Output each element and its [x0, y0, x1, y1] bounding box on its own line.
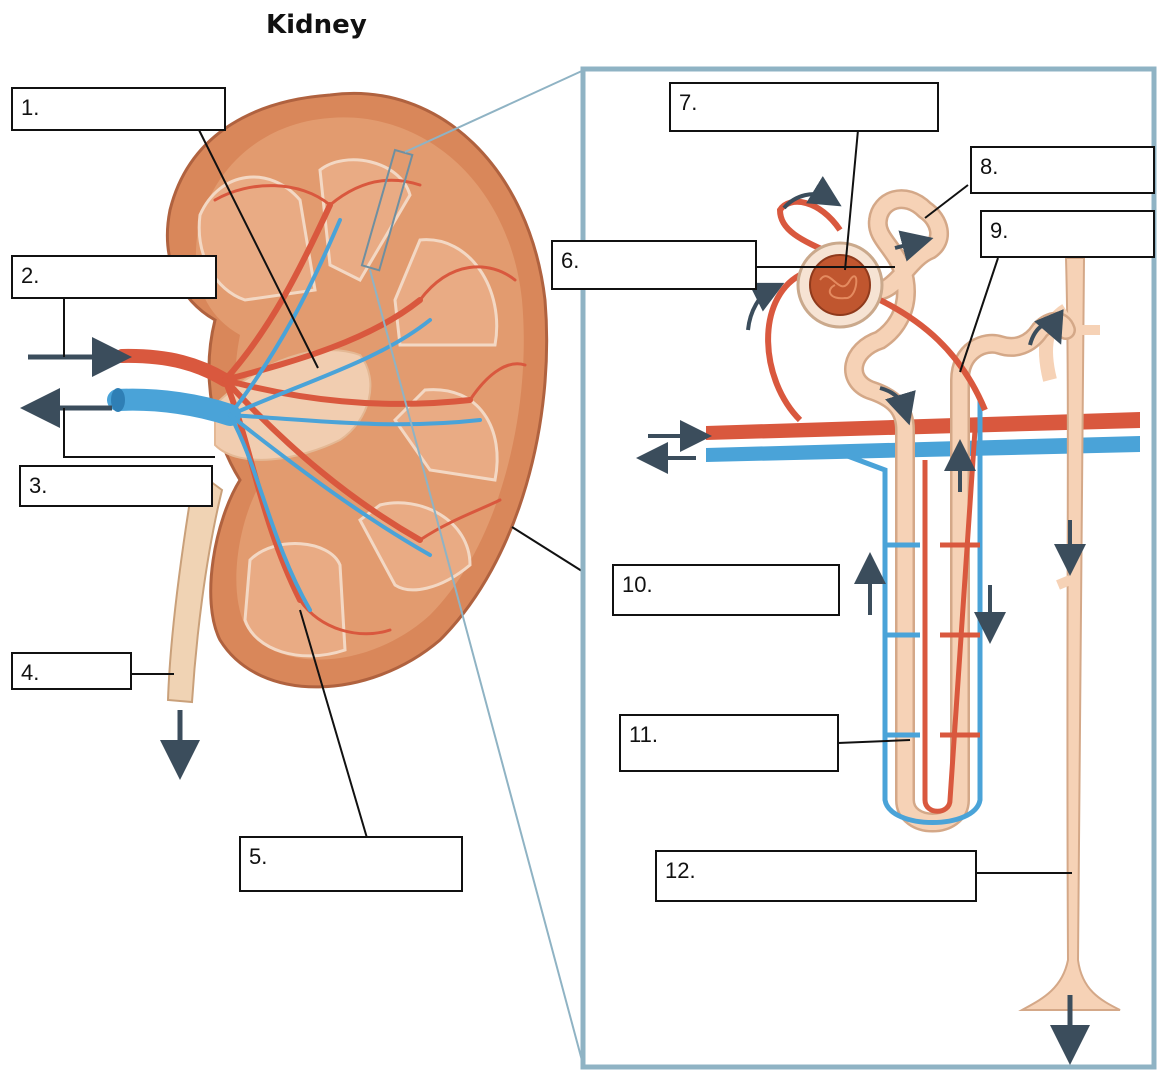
- zoom-line-top: [405, 70, 584, 152]
- label-box-4[interactable]: 4.: [11, 652, 132, 690]
- diagram-title: Kidney: [266, 10, 367, 40]
- label-box-11[interactable]: 11.: [619, 714, 839, 772]
- label-box-3[interactable]: 3.: [19, 465, 213, 507]
- flow-arrows-kidney: [28, 357, 180, 760]
- label-box-5[interactable]: 5.: [239, 836, 463, 892]
- label-box-12[interactable]: 12.: [655, 850, 977, 902]
- renal-vein-opening: [111, 388, 125, 412]
- label-box-6[interactable]: 6.: [551, 240, 757, 290]
- label-box-7[interactable]: 7.: [669, 82, 939, 132]
- glomerulus: [798, 243, 882, 327]
- label-box-8[interactable]: 8.: [970, 146, 1155, 194]
- label-box-1[interactable]: 1.: [11, 87, 226, 131]
- label-box-9[interactable]: 9.: [980, 210, 1155, 258]
- label-box-10[interactable]: 10.: [612, 564, 840, 616]
- label-box-2[interactable]: 2.: [11, 255, 217, 299]
